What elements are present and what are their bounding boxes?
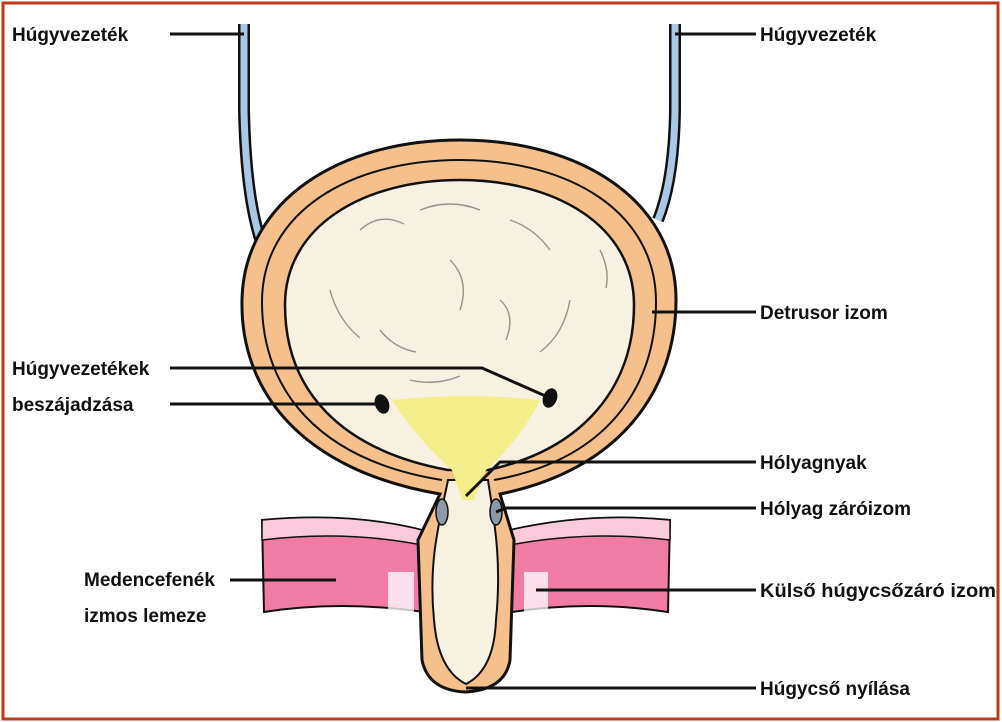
ureter-left <box>244 24 264 250</box>
leader-internal-sphincter <box>496 508 756 512</box>
label-ureteral-orifices-line1: Húgyvezetékek <box>12 359 150 380</box>
internal-sphincter-left <box>436 499 448 525</box>
label-ureter-right: Húgyvezeték <box>760 25 877 46</box>
ureter-right <box>658 24 675 220</box>
label-bladder-neck: Hólyagnyak <box>760 453 867 474</box>
pelvic-floor-left <box>262 518 424 616</box>
label-ureteral-orifices-line2: beszájadzása <box>12 395 134 416</box>
label-internal-sphincter: Hólyag záróizom <box>760 499 911 520</box>
pelvic-floor-right <box>510 518 670 616</box>
label-urethral-opening: Húgycső nyílása <box>760 679 910 700</box>
label-pelvic-floor-line2: izmos lemeze <box>84 606 207 627</box>
label-external-sphincter: Külső húgycsőzáró izom <box>760 581 996 602</box>
label-ureter-left: Húgyvezeték <box>12 25 129 46</box>
label-pelvic-floor-line1: Medencefenék <box>84 570 215 591</box>
label-detrusor: Detrusor izom <box>760 303 888 324</box>
